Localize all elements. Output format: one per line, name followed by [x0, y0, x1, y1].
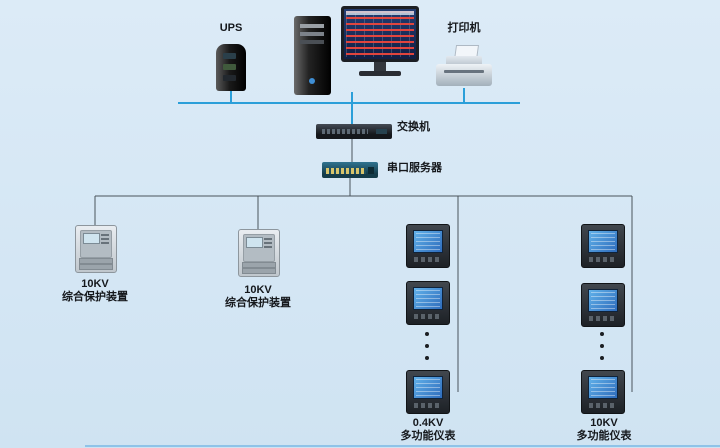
lcd-screen	[83, 233, 100, 244]
printer-device	[436, 45, 492, 88]
meter-col1-name: 多功能仪表	[400, 430, 456, 442]
switch-ports	[322, 129, 368, 134]
switch-led-panel	[376, 129, 387, 134]
protection-1-name: 综合保护装置	[62, 291, 128, 303]
terminal-slot	[242, 268, 276, 274]
serial-port-server	[322, 162, 378, 178]
serial-side-port	[368, 167, 374, 174]
meter-lcd	[413, 230, 443, 253]
ups-device	[216, 44, 246, 91]
meter-buttons	[414, 314, 442, 319]
network-switch	[316, 124, 392, 139]
multifunction-meter	[581, 370, 625, 414]
meter-lcd	[413, 287, 443, 310]
meter-lcd	[588, 230, 618, 253]
key-buttons	[264, 238, 272, 250]
meter-lcd	[413, 376, 443, 399]
power-button-icon	[309, 78, 315, 84]
protection-device-1	[75, 225, 117, 273]
meter-buttons	[414, 403, 442, 408]
protection-device-2	[238, 229, 280, 277]
protection-panel	[243, 234, 275, 262]
meter-buttons	[414, 257, 442, 262]
meter-buttons	[589, 403, 617, 408]
serial-server-label: 串口服务器	[387, 162, 442, 174]
pc-tower	[294, 16, 331, 95]
multifunction-meter	[406, 224, 450, 268]
monitor-neck	[374, 62, 386, 71]
ups-label: UPS	[219, 22, 243, 34]
meter-col1-voltage: 0.4KV	[412, 417, 444, 429]
terminal-slot	[79, 258, 113, 264]
meter-lcd	[588, 376, 618, 399]
ellipsis-dots	[425, 332, 429, 360]
monitor-screen	[344, 9, 416, 59]
protection-2-label: 10KV 综合保护装置	[218, 284, 298, 310]
meter-col2-voltage: 10KV	[590, 417, 618, 429]
multifunction-meter	[406, 281, 450, 325]
switch-label: 交换机	[397, 121, 430, 133]
protection-2-name: 综合保护装置	[225, 297, 291, 309]
protection-panel	[80, 230, 112, 258]
protection-1-label: 10KV 综合保护装置	[55, 278, 135, 304]
multifunction-meter	[406, 370, 450, 414]
monitor	[341, 6, 419, 76]
multifunction-meter	[581, 283, 625, 327]
meter-col2-name: 多功能仪表	[576, 430, 632, 442]
meter-lcd	[588, 289, 618, 312]
printer-top	[446, 56, 482, 67]
printer-body	[436, 64, 492, 86]
protection-2-voltage: 10KV	[244, 284, 272, 296]
lcd-screen	[246, 237, 263, 248]
multifunction-meter	[581, 224, 625, 268]
meter-buttons	[589, 257, 617, 262]
terminal-slot	[79, 264, 113, 270]
terminal-slot	[242, 262, 276, 268]
bottom-border	[85, 445, 720, 447]
key-buttons	[101, 234, 109, 246]
meter-col2-label: 10KV 多功能仪表	[566, 417, 642, 443]
printer-label: 打印机	[447, 22, 481, 34]
ellipsis-dots	[600, 332, 604, 360]
ups-display	[223, 53, 236, 59]
printer-output-slot	[444, 70, 484, 73]
protection-1-voltage: 10KV	[81, 278, 109, 290]
monitor-base	[359, 71, 401, 76]
serial-ports	[326, 168, 366, 174]
drive-bay	[300, 24, 324, 28]
meter-buttons	[589, 316, 617, 321]
meter-col1-label: 0.4KV 多功能仪表	[390, 417, 466, 443]
